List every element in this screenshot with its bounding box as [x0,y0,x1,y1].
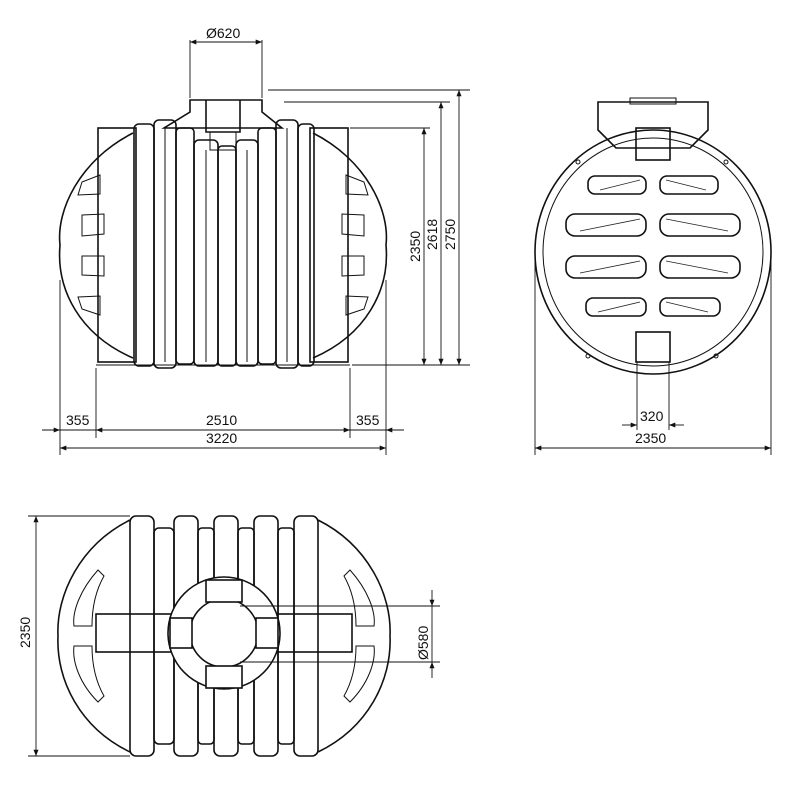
top-right-recess-1 [343,569,375,627]
top-view [57,515,391,757]
front-right-recesses [341,174,369,316]
side-neck [597,101,709,149]
side-inner-shell [542,137,764,367]
dim-end-left: 355 [66,412,90,428]
top-manhole-opening [189,598,259,668]
side-view [534,97,772,375]
side-top-block [635,127,671,161]
dim-end-right: 355 [356,412,380,428]
front-left-recesses [77,174,105,316]
dim-neck-diameter: Ø620 [206,25,240,41]
front-view [58,99,388,369]
front-left-end-outline [58,132,134,359]
dim-overall-length: 3220 [206,430,237,446]
dim-top-width: 2350 [17,617,33,648]
front-ribs [133,119,315,369]
top-right-recess-2 [343,645,375,703]
side-ribs [565,175,741,317]
top-left-end-outline [57,519,131,753]
side-dimensions: 320 2350 [534,260,772,455]
front-left-collar [97,127,137,363]
top-left-recess-2 [73,645,105,703]
top-manhole-tab-left [169,617,193,649]
dim-height-total: 2750 [442,219,458,250]
top-left-recess-1 [73,569,105,627]
top-manhole-tab-top [205,579,243,603]
front-right-collar [309,127,349,363]
dim-height-body: 2350 [407,231,423,262]
dim-height-ribs: 2618 [424,219,440,250]
front-dimensions: Ø620 2350 2618 2750 355 2510 355 3220 [42,25,470,455]
side-hatch-marks [575,159,729,359]
front-right-end-outline [312,132,388,359]
front-neck [161,99,285,151]
dim-opening-diameter: Ø580 [415,626,431,660]
side-outer-shell [534,129,772,375]
dim-side-width: 2350 [635,430,666,446]
dim-middle: 2510 [206,412,237,428]
top-manhole-tab-right [255,617,279,649]
top-right-end-outline [317,519,391,753]
top-dimensions: 2350 Ø580 [17,515,440,757]
top-manhole-tab-bottom [205,665,243,689]
dim-foot-width: 320 [640,408,664,424]
side-bottom-block [635,331,671,363]
